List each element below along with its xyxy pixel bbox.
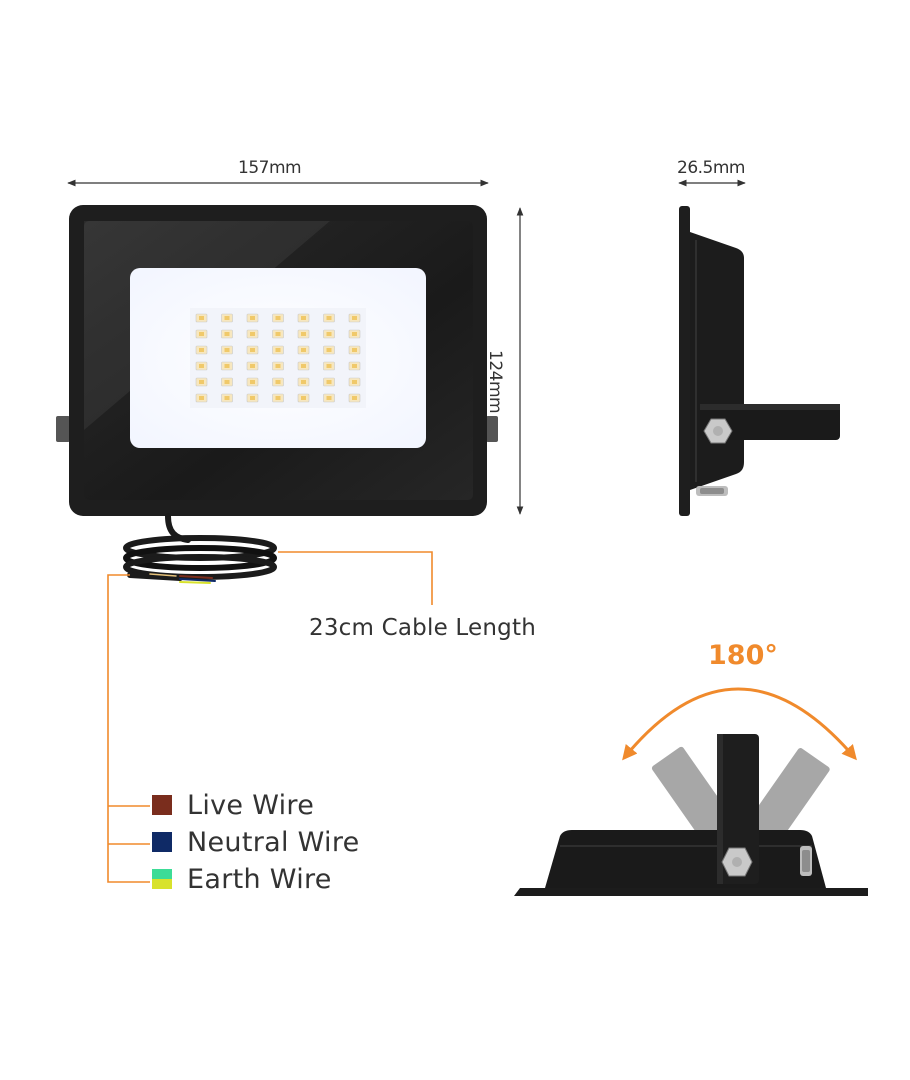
height-label: 124mm xyxy=(485,350,505,414)
led-chip-phosphor xyxy=(224,316,230,320)
led-chip-phosphor xyxy=(275,348,281,352)
led-chip-grid xyxy=(195,313,361,403)
led-chip-phosphor xyxy=(301,316,306,320)
led-chip-phosphor xyxy=(224,364,230,368)
led-chip-phosphor xyxy=(275,332,281,336)
wire-legend-neutral: Neutral Wire xyxy=(152,826,360,858)
wire-legend-live: Live Wire xyxy=(152,789,315,821)
led-chip-phosphor xyxy=(250,348,255,352)
width-label: 157mm xyxy=(238,158,302,178)
led-chip-phosphor xyxy=(250,396,255,400)
led-chip-phosphor xyxy=(199,380,204,384)
led-chip-phosphor xyxy=(224,396,230,400)
led-chip-phosphor xyxy=(326,348,332,352)
led-chip-phosphor xyxy=(199,348,204,352)
led-chip-phosphor xyxy=(326,316,332,320)
led-chip-phosphor xyxy=(326,332,332,336)
led-chip-phosphor xyxy=(301,396,306,400)
led-chip-phosphor xyxy=(199,396,204,400)
floodlight-front-view xyxy=(56,205,498,516)
led-chip-phosphor xyxy=(301,364,306,368)
led-chip-phosphor xyxy=(352,316,357,320)
led-chip-phosphor xyxy=(250,332,255,336)
floodlight-rotation-view xyxy=(514,734,868,896)
led-chip-phosphor xyxy=(352,332,357,336)
led-chip-phosphor xyxy=(326,380,332,384)
led-chip-phosphor xyxy=(352,348,357,352)
led-chip-phosphor xyxy=(352,380,357,384)
led-chip-phosphor xyxy=(326,364,332,368)
wire-legend-leader xyxy=(107,574,150,883)
led-chip-phosphor xyxy=(301,348,306,352)
rotation-angle-label: 180° xyxy=(708,640,778,671)
led-chip-phosphor xyxy=(301,380,306,384)
led-chip-phosphor xyxy=(275,396,281,400)
led-chip-phosphor xyxy=(352,396,357,400)
led-chip-phosphor xyxy=(224,332,230,336)
live-wire-swatch xyxy=(152,795,172,815)
live-wire-label: Live Wire xyxy=(187,789,315,821)
led-chip-phosphor xyxy=(224,380,230,384)
neutral-wire-label: Neutral Wire xyxy=(187,826,360,858)
rotation-arc xyxy=(622,687,857,761)
led-chip-phosphor xyxy=(326,396,332,400)
led-chip-phosphor xyxy=(275,380,281,384)
power-cable xyxy=(123,513,277,584)
led-chip-phosphor xyxy=(275,316,281,320)
led-chip-phosphor xyxy=(301,332,306,336)
led-chip-phosphor xyxy=(199,364,204,368)
earth-wire-label: Earth Wire xyxy=(187,863,332,895)
led-chip-phosphor xyxy=(352,364,357,368)
led-chip-phosphor xyxy=(250,364,255,368)
led-chip-phosphor xyxy=(199,316,204,320)
wire-legend-earth: Earth Wire xyxy=(152,863,332,895)
cable-length-leader xyxy=(278,551,433,605)
neutral-wire-swatch xyxy=(152,832,172,852)
earth-wire-swatch xyxy=(152,869,172,889)
led-chip-phosphor xyxy=(250,380,255,384)
led-chip-phosphor xyxy=(224,348,230,352)
led-chip-phosphor xyxy=(275,364,281,368)
depth-label: 26.5mm xyxy=(677,158,745,178)
cable-length-label: 23cm Cable Length xyxy=(309,615,536,641)
floodlight-side-view xyxy=(679,206,840,516)
led-chip-phosphor xyxy=(199,332,204,336)
led-chip-phosphor xyxy=(250,316,255,320)
